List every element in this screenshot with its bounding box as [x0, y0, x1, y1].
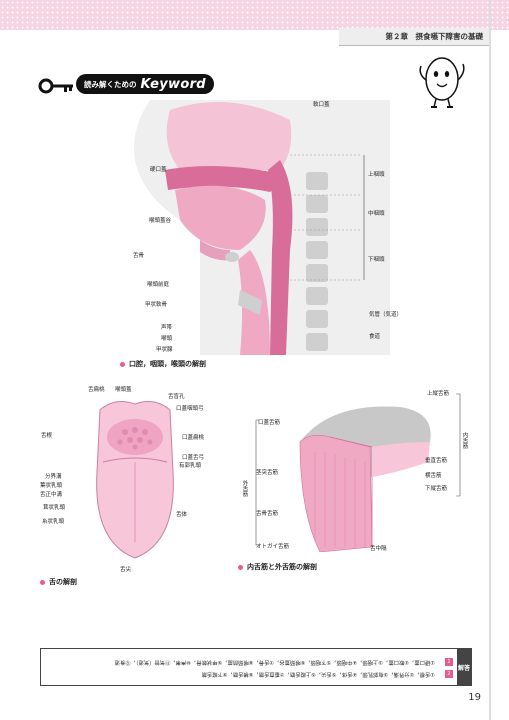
label-intrinsic: 内舌筋 [461, 432, 468, 449]
tongue-muscles-illustration [299, 406, 431, 552]
label-hypopharynx: 下咽頭 [368, 257, 385, 263]
label-lingual-tonsil: 舌扁桃 [88, 387, 105, 393]
label-larynx: 喉頭 [161, 336, 173, 342]
answer-line-1: ①硬口蓋，②軟口蓋，③上咽頭，④中咽頭，⑤下咽頭，⑥喉頭蓋谷，⑦舌骨，⑧喉頭前庭… [114, 659, 435, 665]
label-vallate-papilla: 有郭乳頭 [179, 463, 202, 469]
answer-mark-1: 1 [445, 658, 453, 666]
answers-heading: 解答 [457, 649, 471, 685]
bullet-dot-icon [40, 579, 45, 585]
label-soft-palate: 軟口蓋 [313, 102, 330, 108]
label-hard-palate: 硬口蓋 [150, 167, 167, 173]
answer-mark-2: 2 [445, 670, 453, 678]
egg-mascot-illustration [419, 57, 465, 108]
keyword-banner: 読み解くための Keyword [76, 74, 214, 94]
answer-line-2: ①舌根，②分界溝，③有郭乳頭，④舌体，⑤舌尖，⑥上縦舌筋，⑦垂直舌筋，⑧横舌筋，… [201, 671, 435, 677]
label-body-of-tongue: 舌体 [176, 512, 188, 518]
label-vertical: 垂直舌筋 [425, 458, 448, 464]
label-hyoglossus: 舌骨舌筋 [256, 511, 279, 517]
page-edge [489, 0, 491, 720]
label-septum: 舌中隔 [370, 546, 387, 552]
keyword-title: Keyword [140, 76, 206, 92]
label-palatoglossus: 口蓋舌筋 [258, 420, 281, 426]
figure3-caption: 内舌筋と外舌筋の解剖 [238, 562, 317, 572]
label-terminal-sulcus: 分界溝 [45, 474, 62, 480]
label-trachea: 気管（気道） [369, 312, 403, 318]
figure1-caption: 口腔，咽頭，喉頭の解剖 [120, 359, 206, 369]
sagittal-section-illustration [134, 100, 390, 355]
bullet-dot-icon [120, 361, 125, 367]
chapter-title: 第２章 摂食嚥下障害の基礎 [385, 32, 484, 41]
label-vallecula: 喉頭蓋谷 [149, 218, 172, 224]
figure1-caption-text: 口腔，咽頭，喉頭の解剖 [129, 360, 206, 368]
label-foliate-papilla: 葉状乳頭 [40, 483, 63, 489]
figure3-brackets [255, 393, 461, 546]
label-hyoid: 舌骨 [133, 253, 145, 259]
label-esophagus: 食道 [369, 334, 381, 340]
label-genioglossus: オトガイ舌筋 [256, 544, 290, 550]
label-foramen-cecum: 舌盲孔 [168, 394, 185, 400]
label-epipharynx: 上咽頭 [368, 172, 385, 178]
label-root-of-tongue: 舌根 [41, 433, 53, 439]
label-vocal-cord: 声帯 [161, 325, 173, 331]
label-palatoglossal-arch: 口蓋舌弓 [182, 455, 205, 461]
label-epiglottis: 喉頭蓋 [115, 387, 132, 393]
figure3-caption-text: 内舌筋と外舌筋の解剖 [247, 563, 317, 571]
key-icon [38, 78, 73, 94]
label-transverse: 横舌筋 [425, 473, 442, 479]
tongue-dorsum-illustration [96, 401, 174, 559]
header-band [0, 0, 509, 30]
label-thyroid-gland: 甲状腺 [156, 347, 173, 353]
label-pre-epiglottic: 喉頭前庭 [147, 282, 170, 288]
figure2-caption-text: 舌の解剖 [49, 578, 77, 586]
page-number: 19 [468, 692, 481, 703]
label-filiform-papilla: 糸状乳頭 [42, 519, 65, 525]
label-fungiform-papilla: 茸状乳頭 [43, 505, 66, 511]
label-styloglossus: 茎突舌筋 [256, 470, 279, 476]
label-median-sulcus: 舌正中溝 [40, 492, 63, 498]
chapter-tab [339, 28, 489, 46]
label-inferior-longitudinal: 下縦舌筋 [425, 486, 448, 492]
keyword-prefix: 読み解くための [84, 79, 137, 89]
figure2-caption: 舌の解剖 [40, 577, 77, 587]
label-superior-longitudinal: 上縦舌筋 [427, 391, 450, 397]
label-palatopharyngeal-arch: 口蓋咽頭弓 [176, 406, 204, 412]
label-thyroid-cartilage: 甲状軟骨 [145, 302, 168, 308]
label-extrinsic: 外舌筋 [241, 480, 248, 497]
label-palatine-tonsil: 口蓋扁桃 [182, 435, 205, 441]
label-mesopharynx: 中咽頭 [368, 211, 385, 217]
answers-box: ①硬口蓋，②軟口蓋，③上咽頭，④中咽頭，⑤下咽頭，⑥喉頭蓋谷，⑦舌骨，⑧喉頭前庭… [40, 648, 472, 686]
label-apex: 舌尖 [120, 567, 132, 573]
bullet-dot-icon [238, 564, 243, 570]
